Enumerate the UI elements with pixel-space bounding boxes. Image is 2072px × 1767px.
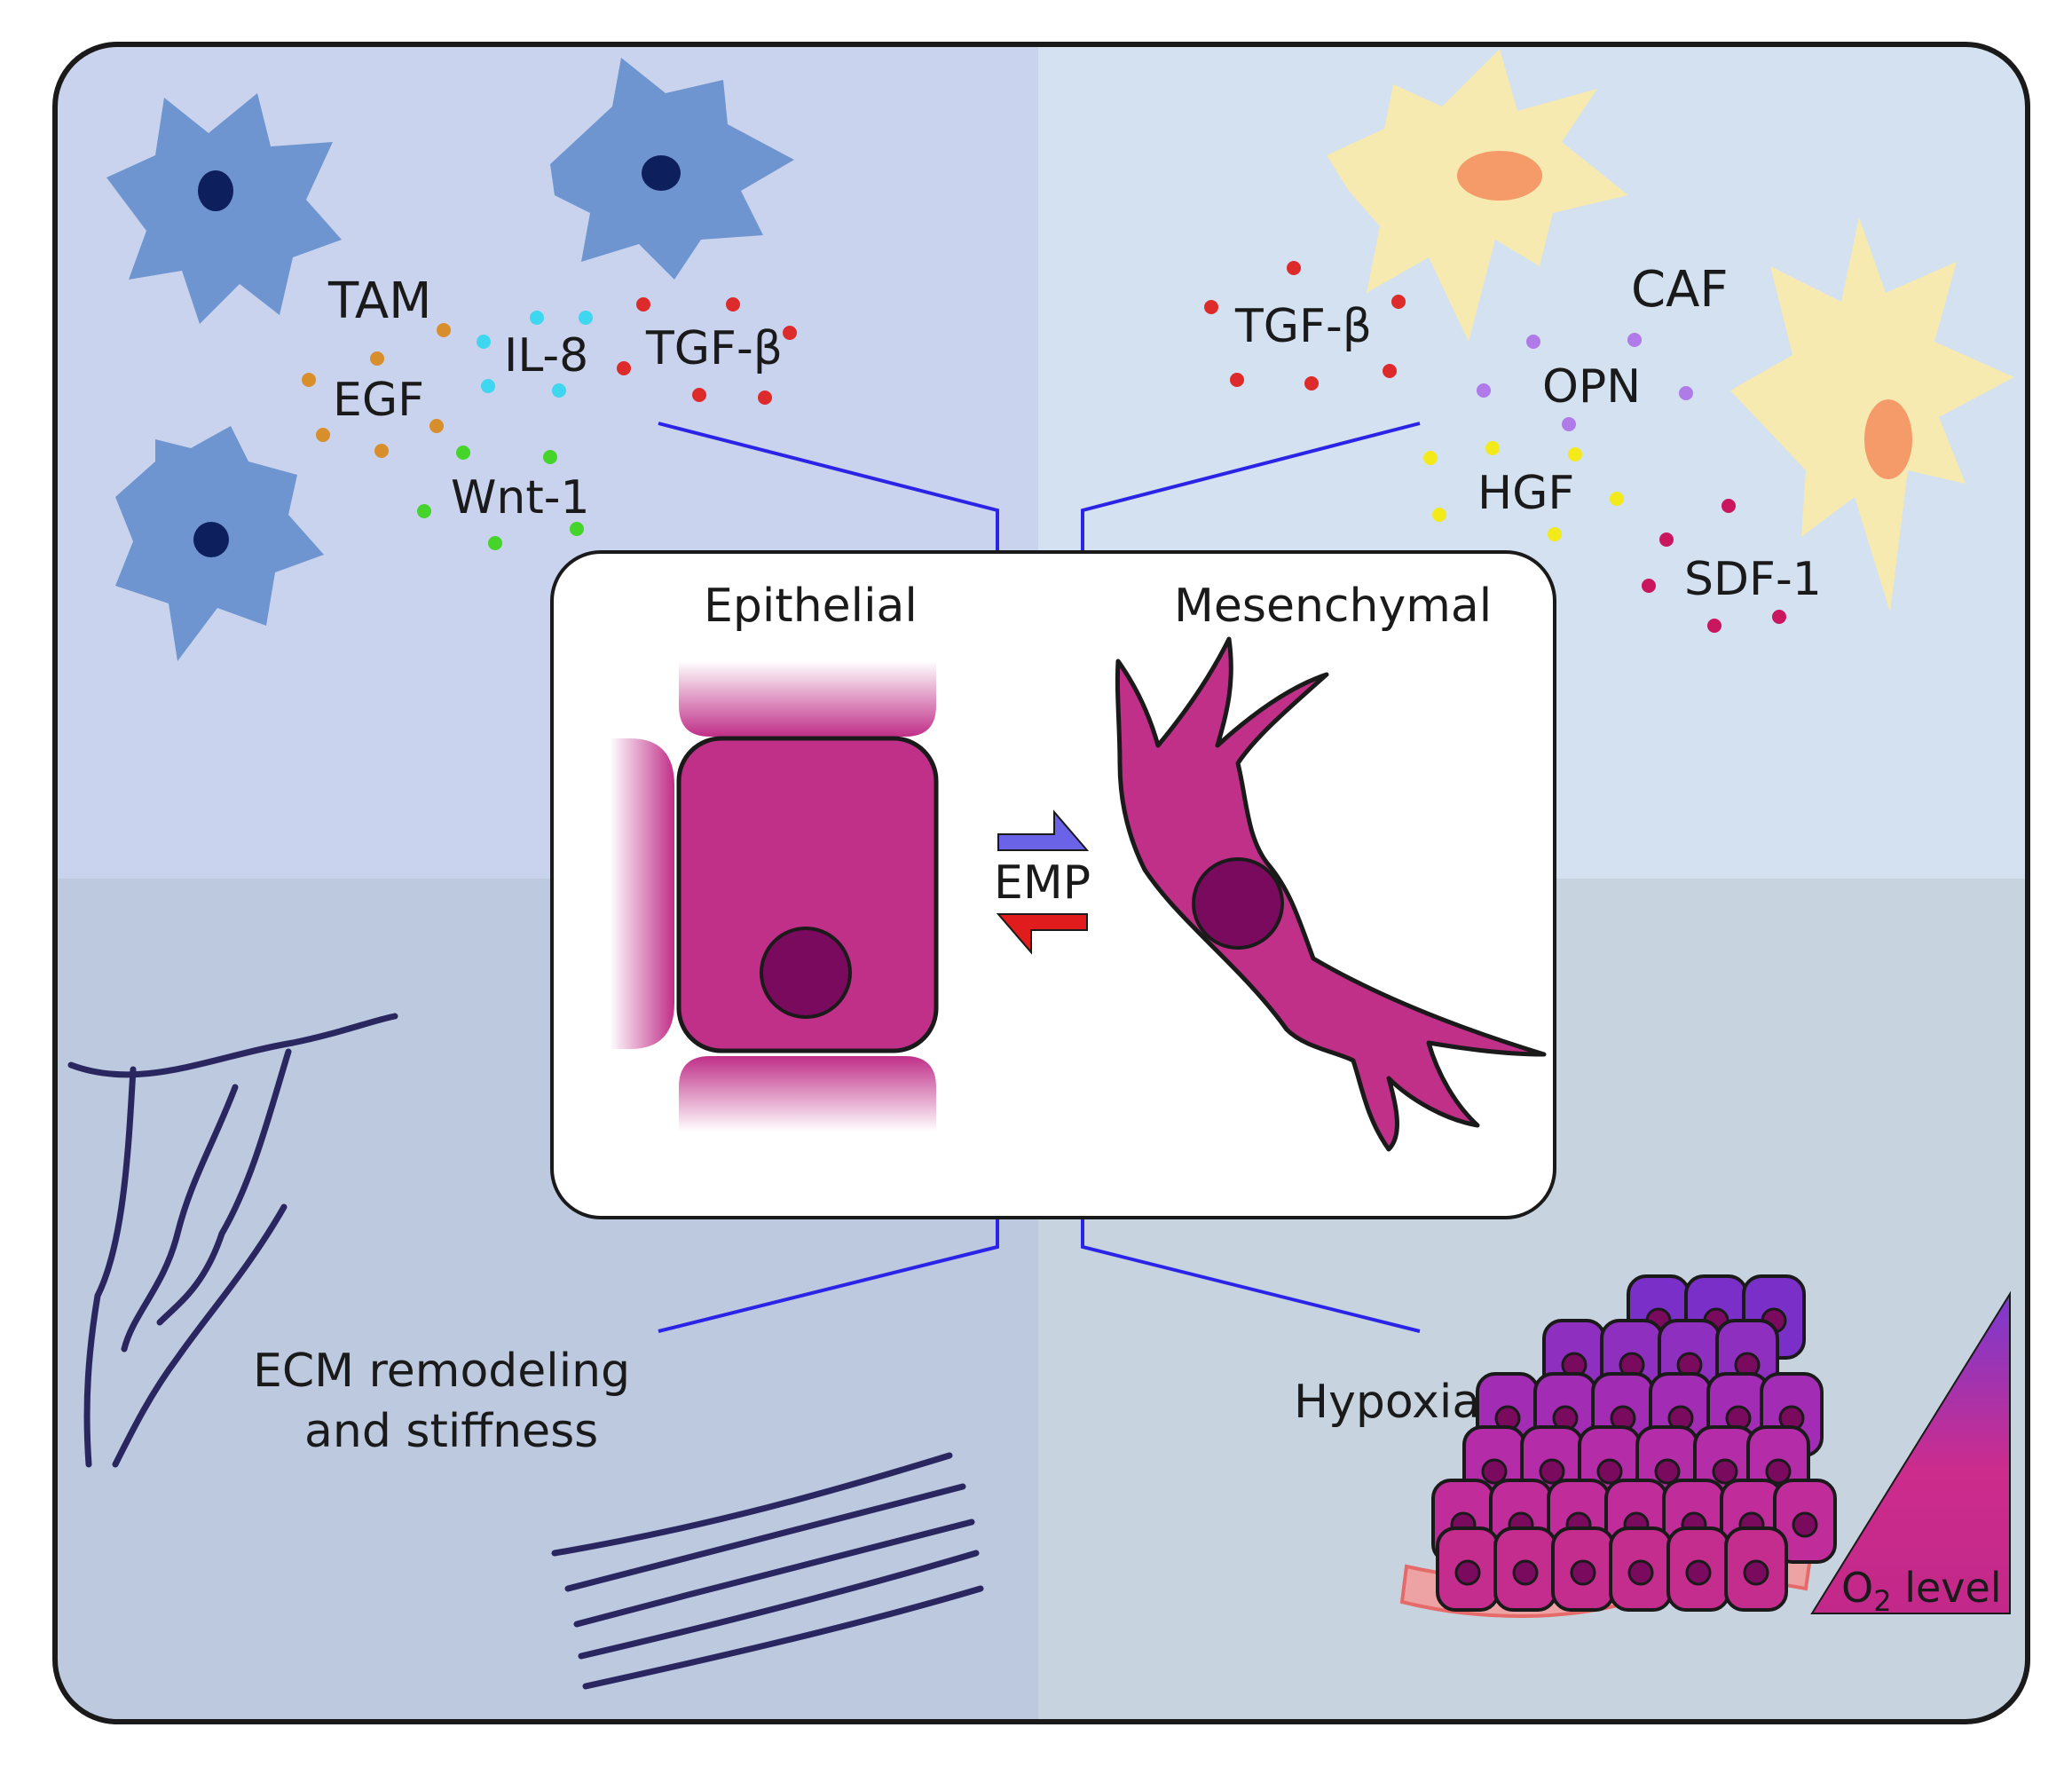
hgf-label: HGF	[1477, 467, 1574, 520]
caf-cell-2	[1730, 217, 2014, 612]
collagen-cluster-lower	[551, 1452, 984, 1690]
o2-subscript: 2	[1873, 1584, 1891, 1618]
o2-main: O	[1841, 1564, 1873, 1612]
emp-label: EMP	[994, 856, 1091, 910]
tam-cell-3	[115, 426, 324, 661]
macrophage-cell-icon	[106, 58, 794, 661]
tam-cell-2	[550, 58, 794, 280]
oxygen-gradient-triangle-icon: O2 level	[1810, 1290, 2011, 1618]
wnt1-label: Wnt-1	[451, 471, 590, 525]
o2-rest: level	[1892, 1564, 2002, 1612]
ecm-label-line2: and stiffness	[304, 1405, 598, 1458]
epithelial-cell-icon	[610, 661, 939, 1132]
hypoxic-cell	[1773, 1479, 1837, 1564]
o2-level-label: O2 level	[1841, 1564, 2002, 1618]
hypoxic-cell	[1666, 1526, 1730, 1612]
emp-reverse-arrow	[996, 913, 1088, 955]
hypoxic-cell	[1436, 1526, 1500, 1612]
il8-dots	[477, 311, 593, 398]
epithelial-title: Epithelial	[704, 580, 918, 633]
mesenchymal-cell-nucleus	[1192, 857, 1284, 950]
neighbor-cell-top	[679, 661, 936, 737]
opn-dots	[1477, 333, 1693, 431]
egf-label: EGF	[333, 374, 424, 427]
hypoxic-cell	[1724, 1526, 1788, 1612]
caf-cell-1	[1327, 49, 1628, 342]
epithelial-cell-nucleus	[760, 927, 852, 1019]
o2-triangle	[1810, 1290, 2011, 1614]
sdf1-label: SDF-1	[1684, 553, 1822, 606]
wnt1-dots	[417, 446, 584, 550]
mesenchymal-cell-body	[1115, 636, 1547, 1152]
tam-label: TAM	[327, 272, 431, 330]
tam-cell-1	[106, 93, 342, 324]
tgfb-left-label: TGF-β	[645, 322, 783, 375]
tgfb-left-dots	[617, 297, 797, 405]
hypoxic-cell	[1493, 1526, 1557, 1612]
emp-forward-arrow	[997, 809, 1090, 851]
collagen-cluster-upper	[67, 1013, 398, 1468]
il8-label: IL-8	[504, 329, 588, 383]
caf-label: CAF	[1631, 261, 1729, 319]
emp-toggle: EMP	[994, 809, 1091, 955]
sdf1-dots	[1642, 499, 1786, 633]
tgfb-right-dots	[1204, 261, 1406, 390]
epithelial-cell-body	[676, 736, 939, 1053]
neighbor-cell-bottom	[679, 1056, 936, 1132]
hypoxic-cell-cluster-icon	[1431, 1274, 1837, 1612]
hypoxic-cell	[1609, 1526, 1673, 1612]
outer-frame	[52, 42, 2030, 1724]
hgf-dots	[1423, 441, 1624, 541]
mesenchymal-cell-icon	[1115, 636, 1547, 1152]
mesenchymal-title: Mesenchymal	[1174, 580, 1492, 633]
ecm-label-line1: ECM remodeling	[253, 1345, 630, 1398]
neighbor-cell-left	[610, 738, 674, 1049]
opn-label: OPN	[1542, 360, 1641, 414]
hypoxia-label: Hypoxia	[1294, 1376, 1480, 1429]
hypoxic-cell	[1551, 1526, 1615, 1612]
fibroblast-cell-icon	[1327, 49, 2014, 612]
collagen-fiber-icon	[67, 1013, 984, 1690]
egf-dots	[302, 323, 451, 458]
tgfb-right-label: TGF-β	[1234, 300, 1372, 353]
